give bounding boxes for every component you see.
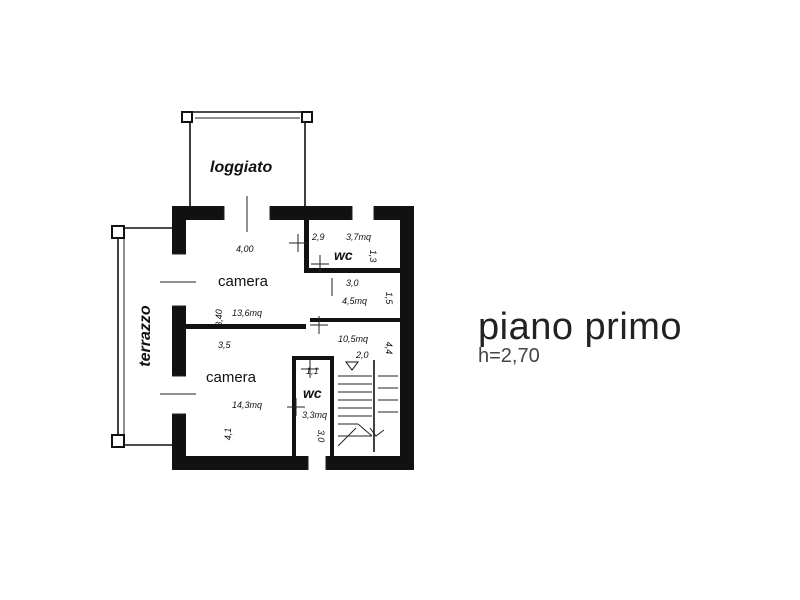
ceiling-height: h=2,70 <box>478 345 540 367</box>
dim-top-room-width: 4,00 <box>236 244 254 254</box>
dim-hall-width: 3,0 <box>346 278 359 288</box>
title-block: piano primo h=2,70 <box>478 306 682 368</box>
wc-bottom-label: wc <box>303 385 322 401</box>
openings <box>160 196 375 470</box>
dim-hall-depth: 1,5 <box>384 292 394 306</box>
dim-bottom-room-area: 14,3mq <box>232 400 262 410</box>
floor-title: piano primo <box>478 306 683 348</box>
dim-bottom-room-width: 3,5 <box>218 340 232 350</box>
dim-wc-bottom-depth: 3,0 <box>316 430 326 443</box>
dim-hall-area: 4,5mq <box>342 296 367 306</box>
loggiato-label: loggiato <box>210 159 272 176</box>
camera-bottom-label: camera <box>206 369 257 386</box>
dim-wc-bottom-area: 3,3mq <box>302 410 327 420</box>
dim-wc-top-depth: 1,3 <box>368 250 378 263</box>
dim-stair-width: 2,0 <box>355 350 369 360</box>
dim-wc-top-area: 3,7mq <box>346 232 371 242</box>
loggiato-balcony <box>181 111 313 208</box>
wc-top-label: wc <box>334 247 353 263</box>
dim-wc-bottom-width: 1,1 <box>306 366 319 376</box>
dim-bottom-room-depth: 4,1 <box>223 428 233 441</box>
dim-wc-top-width: 2,9 <box>311 232 325 242</box>
dim-stair-depth: 4,4 <box>384 342 394 355</box>
camera-top-label: camera <box>218 273 269 290</box>
staircase <box>337 361 398 447</box>
dim-top-room-area: 13,6mq <box>232 308 262 318</box>
terrazzo-terrace <box>111 225 172 448</box>
outer-walls <box>172 206 414 470</box>
dim-stair-area: 10,5mq <box>338 334 368 344</box>
terrazzo-label: terrazzo <box>137 305 154 367</box>
interior-walls <box>186 220 400 456</box>
dim-top-room-depth: 3,40 <box>214 309 224 327</box>
electrical-markers <box>287 234 333 416</box>
